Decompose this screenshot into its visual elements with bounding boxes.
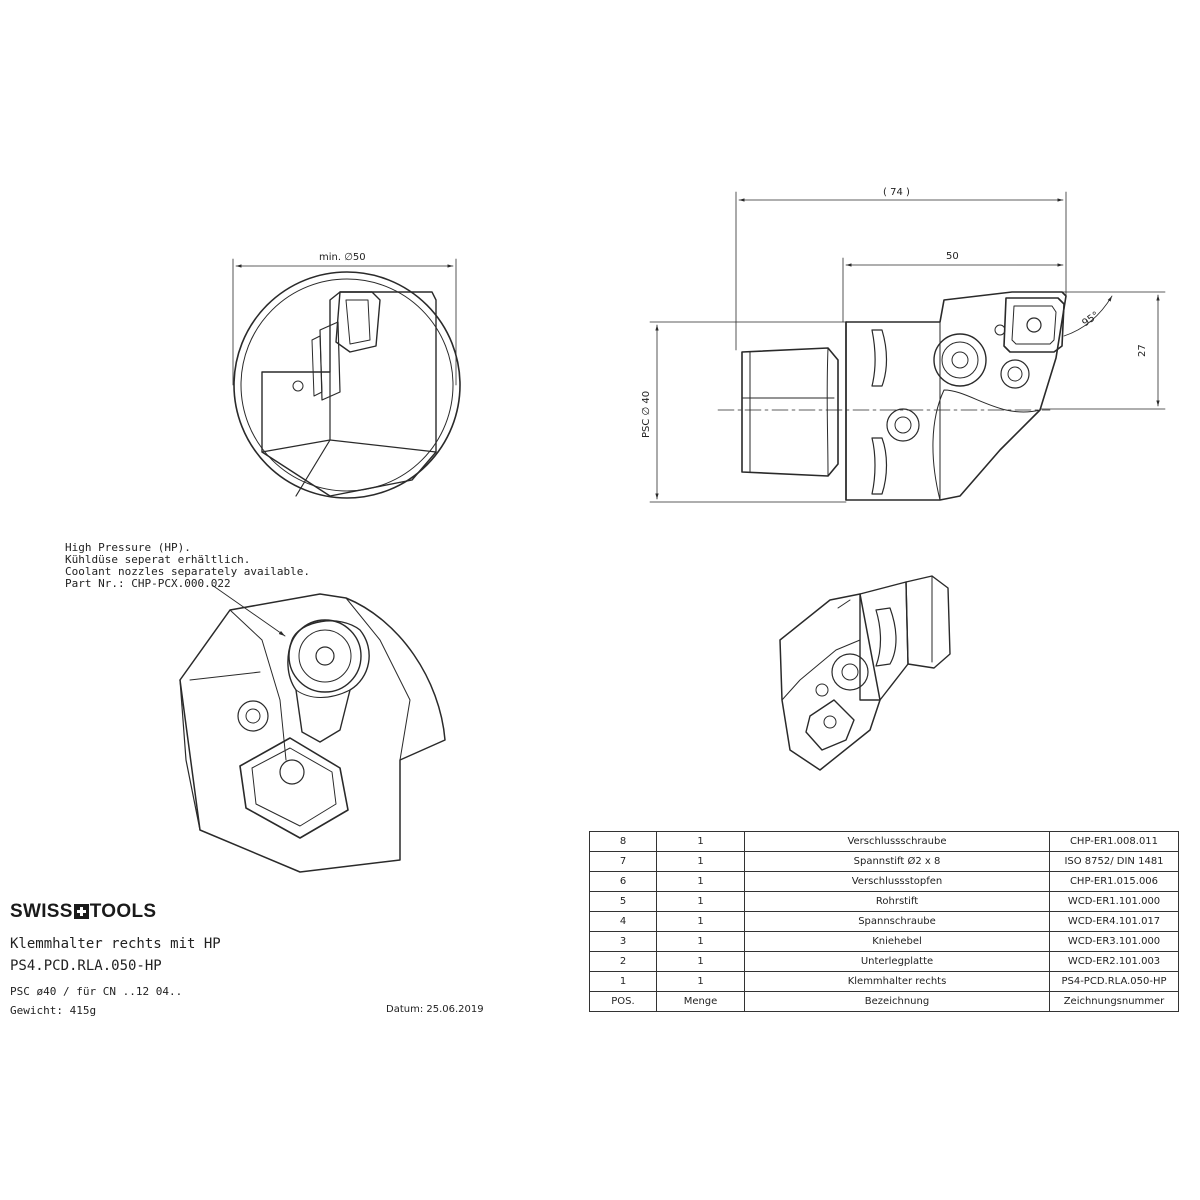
psc-diameter-label: PSC ∅ 40 — [641, 390, 652, 438]
drawing-spec: PSC ø40 / für CN ..12 04.. — [10, 985, 183, 998]
parts-list-cell-pos: 5 — [589, 891, 657, 912]
parts-list-cell-number: WCD-ER2.101.003 — [1049, 951, 1179, 972]
height-dimension — [1039, 291, 1166, 410]
parts-list-cell-pos: 2 — [589, 951, 657, 972]
front-view — [232, 258, 461, 499]
hp-note: High Pressure (HP). Kühldüse seperat erh… — [65, 542, 310, 590]
parts-list-cell-qty: 1 — [656, 951, 745, 972]
parts-list-cell-qty: 1 — [656, 831, 745, 852]
iso-view — [779, 575, 951, 771]
parts-list-cell-desc: Spannschraube — [744, 911, 1050, 932]
parts-list-cell-qty: 1 — [656, 971, 745, 992]
header-desc: Bezeichnung — [744, 991, 1050, 1012]
parts-list-cell-qty: 1 — [656, 931, 745, 952]
parts-list-cell-pos: 6 — [589, 871, 657, 892]
hp-note-line-3: Coolant nozzles separately available. — [65, 565, 311, 578]
parts-list-cell-pos: 8 — [589, 831, 657, 852]
drawing-title: Klemmhalter rechts mit HP — [10, 936, 221, 952]
header-pos: POS. — [589, 991, 657, 1012]
parts-list-cell-desc: Rohrstift — [744, 891, 1050, 912]
parts-list-cell-pos: 3 — [589, 931, 657, 952]
header-qty: Menge — [656, 991, 745, 1012]
parts-list-cell-desc: Unterlegplatte — [744, 951, 1050, 972]
parts-list-cell-number: ISO 8752/ DIN 1481 — [1049, 851, 1179, 872]
min-diameter-label: min. ∅50 — [319, 252, 366, 263]
drawing-weight: Gewicht: 415g — [10, 1004, 97, 1017]
side-view — [649, 191, 1166, 503]
header-number: Zeichnungsnummer — [1049, 991, 1179, 1012]
parts-list-cell-pos: 1 — [589, 971, 657, 992]
brand-logo: SWISS TOOLS — [10, 901, 156, 923]
brand-left: SWISS — [10, 901, 73, 922]
brand-right: TOOLS — [89, 901, 157, 922]
parts-list-cell-desc: Verschlussstopfen — [744, 871, 1050, 892]
parts-list-cell-number: PS4-PCD.RLA.050-HP — [1049, 971, 1179, 992]
hp-note-line-2: Kühldüse seperat erhältlich. — [65, 553, 251, 566]
height-label: 27 — [1137, 344, 1148, 357]
psc-diameter-dimension — [649, 321, 847, 503]
swiss-cross-icon — [73, 904, 89, 919]
parts-list-cell-number: WCD-ER1.101.000 — [1049, 891, 1179, 912]
drawing-date: Datum: 25.06.2019 — [386, 1004, 484, 1015]
parts-list-cell-desc: Verschlussschraube — [744, 831, 1050, 852]
parts-list-cell-number: CHP-ER1.015.006 — [1049, 871, 1179, 892]
head-length-label: 50 — [946, 251, 959, 262]
hp-note-line-4: Part Nr.: CHP-PCX.000.022 — [65, 577, 231, 590]
parts-list-cell-qty: 1 — [656, 851, 745, 872]
parts-list-cell-pos: 7 — [589, 851, 657, 872]
parts-list-cell-desc: Kniehebel — [744, 931, 1050, 952]
parts-list-header: POS. Menge Bezeichnung Zeichnungsnummer — [589, 991, 1179, 1012]
min-diameter-dimension — [232, 258, 457, 386]
drawing-code: PS4.PCD.RLA.050-HP — [10, 958, 162, 974]
hp-note-line-1: High Pressure (HP). — [65, 541, 191, 554]
head-length-dimension — [842, 257, 1064, 323]
parts-list-cell-number: WCD-ER4.101.017 — [1049, 911, 1179, 932]
parts-list-cell-qty: 1 — [656, 911, 745, 932]
parts-list-cell-number: WCD-ER3.101.000 — [1049, 931, 1179, 952]
overall-length-label: ( 74 ) — [883, 187, 910, 198]
detail-view — [179, 584, 446, 873]
parts-list-cell-qty: 1 — [656, 891, 745, 912]
parts-list-cell-pos: 4 — [589, 911, 657, 932]
parts-list-cell-qty: 1 — [656, 871, 745, 892]
overall-length-dimension — [735, 191, 1067, 351]
parts-list-cell-number: CHP-ER1.008.011 — [1049, 831, 1179, 852]
parts-list-cell-desc: Klemmhalter rechts — [744, 971, 1050, 992]
parts-list-cell-desc: Spannstift Ø2 x 8 — [744, 851, 1050, 872]
